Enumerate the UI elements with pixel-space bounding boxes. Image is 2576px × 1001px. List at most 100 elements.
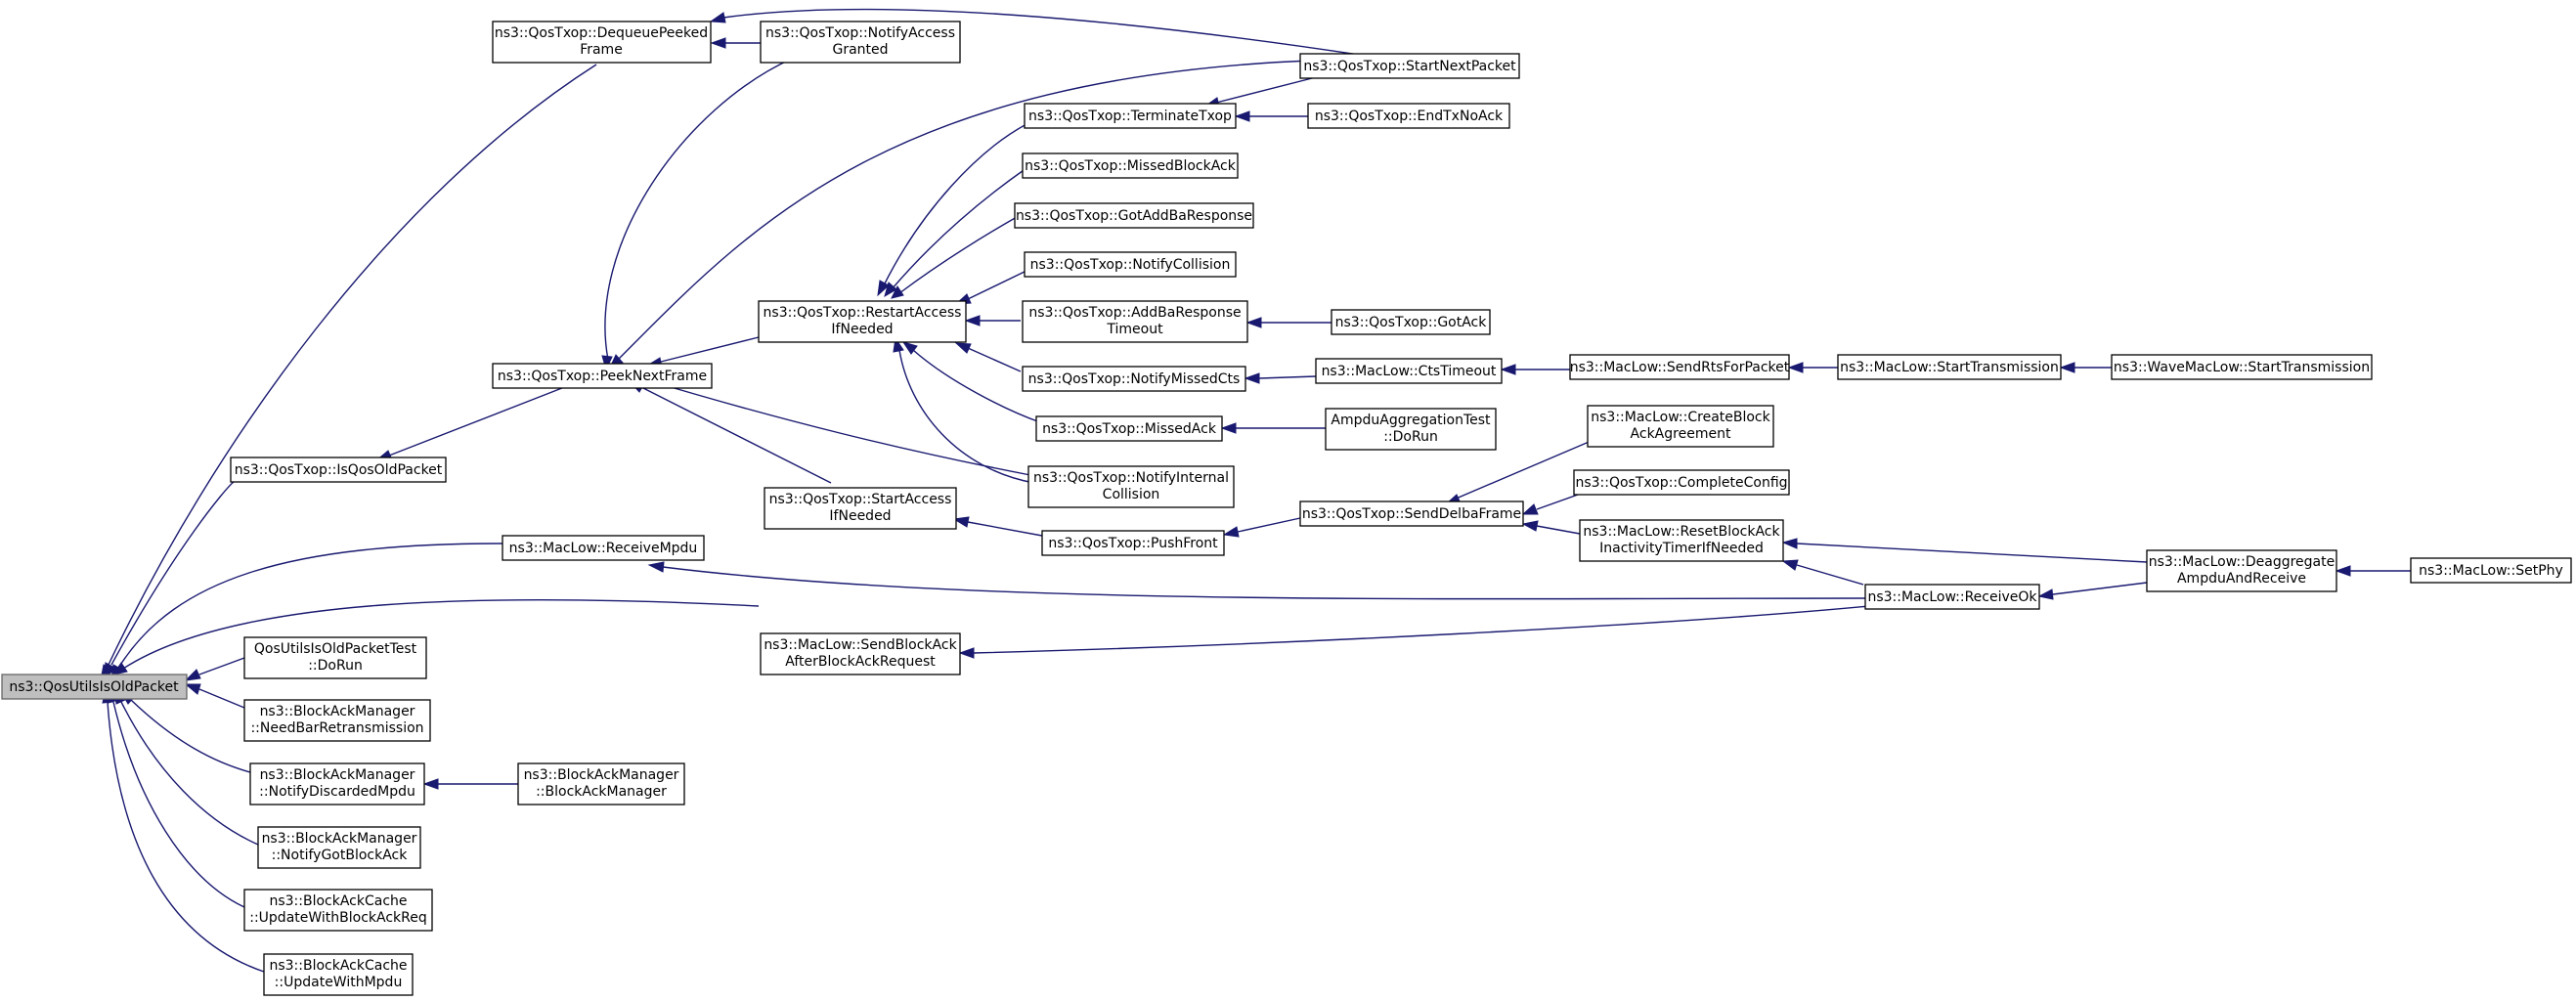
edge-receiveok-to-resetblock bbox=[1781, 559, 1864, 586]
node-label: Timeout bbox=[1106, 322, 1163, 337]
node-block-ack-manager-ctor[interactable]: ns3::BlockAckManager ::BlockAckManager bbox=[517, 762, 685, 805]
node-got-addba-response[interactable]: ns3::QosTxop::GotAddBaResponse bbox=[1014, 202, 1254, 229]
node-label: IfNeeded bbox=[831, 322, 893, 337]
node-label: ns3::QosTxop::StartNextPacket bbox=[1303, 59, 1516, 74]
node-is-qos-old-packet[interactable]: ns3::QosTxop::IsQosOldPacket bbox=[230, 457, 447, 483]
node-label: ns3::QosTxop::DequeuePeeked bbox=[495, 25, 708, 41]
node-need-bar-retransmission[interactable]: ns3::BlockAckManager ::NeedBarRetransmis… bbox=[243, 699, 431, 742]
edge-wavestarttx-to-starttx bbox=[2059, 362, 2112, 373]
node-label: ns3::QosTxop::IsQosOldPacket bbox=[235, 462, 443, 478]
node-notify-collision[interactable]: ns3::QosTxop::NotifyCollision bbox=[1024, 251, 1237, 278]
node-label: ns3::QosTxop::NotifyInternal bbox=[1033, 470, 1229, 486]
node-send-block-ack-after-request[interactable]: ns3::MacLow::SendBlockAck AfterBlockAckR… bbox=[760, 632, 961, 675]
node-push-front[interactable]: ns3::QosTxop::PushFront bbox=[1041, 530, 1225, 556]
edge-notifymissedcts-to-restart bbox=[954, 342, 1022, 372]
edge-sendblockack-to-root bbox=[111, 598, 760, 675]
node-cts-timeout[interactable]: ns3::MacLow::CtsTimeout bbox=[1315, 358, 1503, 384]
node-update-with-mpdu[interactable]: ns3::BlockAckCache ::UpdateWithMpdu bbox=[263, 953, 414, 996]
node-label: AfterBlockAckRequest bbox=[785, 654, 936, 670]
node-label: ns3::BlockAckCache bbox=[269, 893, 407, 909]
node-notify-got-block-ack[interactable]: ns3::BlockAckManager ::NotifyGotBlockAck bbox=[257, 826, 421, 869]
edge-notifyaccess-to-dequeue bbox=[710, 37, 761, 49]
node-complete-config[interactable]: ns3::QosTxop::CompleteConfig bbox=[1573, 469, 1790, 496]
edge-endtx-to-terminate bbox=[1234, 110, 1308, 122]
node-label: ns3::MacLow::SetPhy bbox=[2419, 563, 2563, 579]
node-notify-access-granted[interactable]: ns3::QosTxop::NotifyAccess Granted bbox=[760, 21, 961, 64]
node-dequeue-peeked-frame[interactable]: ns3::QosTxop::DequeuePeeked Frame bbox=[492, 21, 712, 64]
edge-qostest-to-root bbox=[184, 657, 245, 681]
node-label: AmpduAndReceive bbox=[2177, 571, 2306, 587]
node-wave-start-transmission[interactable]: ns3::WaveMacLow::StartTransmission bbox=[2111, 354, 2373, 380]
node-receive-mpdu[interactable]: ns3::MacLow::ReceiveMpdu bbox=[502, 535, 705, 561]
node-label: QosUtilsIsOldPacketTest bbox=[254, 641, 417, 657]
node-reset-block-ack-inactivity[interactable]: ns3::MacLow::ResetBlockAck InactivityTim… bbox=[1579, 519, 1784, 562]
node-label: ns3::MacLow::SendBlockAck bbox=[764, 637, 957, 653]
node-notify-missed-cts[interactable]: ns3::QosTxop::NotifyMissedCts bbox=[1022, 366, 1246, 392]
node-label: ::NotifyDiscardedMpdu bbox=[259, 784, 415, 800]
node-label: ns3::WaveMacLow::StartTransmission bbox=[2114, 360, 2370, 375]
node-qos-utils-test-dorun[interactable]: QosUtilsIsOldPacketTest ::DoRun bbox=[243, 636, 427, 679]
node-label: ns3::BlockAckManager bbox=[524, 767, 679, 783]
edge-notifydiscarded-to-root bbox=[119, 691, 251, 773]
edge-bamctor-to-notifydiscarded bbox=[422, 778, 518, 790]
node-notify-internal-collision[interactable]: ns3::QosTxop::NotifyInternal Collision bbox=[1027, 465, 1235, 508]
node-addba-response-timeout[interactable]: ns3::QosTxop::AddBaResponse Timeout bbox=[1022, 300, 1248, 343]
node-got-ack[interactable]: ns3::QosTxop::GotAck bbox=[1331, 309, 1491, 335]
edge-cachempdu-to-root bbox=[102, 686, 265, 973]
edge-terminate-to-startnext bbox=[1205, 75, 1321, 109]
node-label: Granted bbox=[832, 42, 888, 58]
node-label: ns3::MacLow::Deaggregate bbox=[2149, 554, 2335, 570]
edge-missedblockack-to-restart bbox=[884, 167, 1027, 298]
edge-ampdutest-to-missedack bbox=[1220, 422, 1326, 434]
node-restart-access-if-needed[interactable]: ns3::QosTxop::RestartAccess IfNeeded bbox=[758, 300, 967, 343]
node-label: ns3::QosTxop::TerminateTxop bbox=[1028, 109, 1232, 124]
node-label: ns3::BlockAckManager bbox=[262, 831, 417, 847]
node-missed-block-ack[interactable]: ns3::QosTxop::MissedBlockAck bbox=[1022, 152, 1239, 179]
edge-senddelba-to-pushfront bbox=[1222, 517, 1301, 538]
edge-completeconfig-to-senddelba bbox=[1521, 494, 1579, 515]
node-receive-ok[interactable]: ns3::MacLow::ReceiveOk bbox=[1864, 584, 2040, 610]
node-label: ::UpdateWithMpdu bbox=[275, 975, 403, 990]
node-label: ns3::QosTxop::NotifyMissedCts bbox=[1028, 371, 1241, 387]
node-label: ns3::MacLow::StartTransmission bbox=[1840, 360, 2059, 375]
node-label: ns3::QosTxop::RestartAccess bbox=[764, 305, 962, 321]
edge-peek-to-isqosold bbox=[374, 385, 568, 461]
node-start-next-packet[interactable]: ns3::QosTxop::StartNextPacket bbox=[1299, 53, 1520, 79]
node-send-delba-frame[interactable]: ns3::QosTxop::SendDelbaFrame bbox=[1299, 500, 1524, 527]
edge-ctstimeout-to-notifymissedcts bbox=[1244, 372, 1317, 384]
edge-gotaddba-to-restart bbox=[891, 216, 1018, 299]
edge-receiveok-to-receivempdu bbox=[647, 561, 1866, 600]
edge-missedack-to-restart bbox=[901, 341, 1041, 423]
node-end-tx-no-ack[interactable]: ns3::QosTxop::EndTxNoAck bbox=[1307, 103, 1510, 129]
edge-peek-to-notifyinternal bbox=[637, 375, 1031, 476]
node-create-block-ack-agreement[interactable]: ns3::MacLow::CreateBlock AckAgreement bbox=[1587, 405, 1774, 448]
node-label: ns3::QosTxop::StartAccess bbox=[769, 492, 952, 507]
node-notify-discarded-mpdu[interactable]: ns3::BlockAckManager ::NotifyDiscardedMp… bbox=[249, 762, 425, 805]
node-deaggregate-ampdu-and-receive[interactable]: ns3::MacLow::Deaggregate AmpduAndReceive bbox=[2146, 549, 2337, 592]
node-set-phy[interactable]: ns3::MacLow::SetPhy bbox=[2410, 557, 2572, 584]
node-label: ::BlockAckManager bbox=[536, 784, 667, 800]
node-send-rts-for-packet[interactable]: ns3::MacLow::SendRtsForPacket bbox=[1569, 354, 1790, 380]
edge-isqosold-to-root bbox=[104, 480, 236, 678]
node-missed-ack[interactable]: ns3::QosTxop::MissedAck bbox=[1035, 415, 1223, 442]
edge-startnext-to-dequeue bbox=[709, 8, 1360, 56]
node-ampdu-aggregation-test[interactable]: AmpduAggregationTest ::DoRun bbox=[1325, 408, 1497, 451]
node-label: ::DoRun bbox=[1383, 429, 1438, 445]
node-start-transmission[interactable]: ns3::MacLow::StartTransmission bbox=[1837, 354, 2062, 380]
node-qos-utils-is-old-packet[interactable]: ns3::QosUtilsIsOldPacket bbox=[1, 674, 188, 700]
node-start-access-if-needed[interactable]: ns3::QosTxop::StartAccess IfNeeded bbox=[764, 487, 957, 530]
node-terminate-txop[interactable]: ns3::QosTxop::TerminateTxop bbox=[1024, 103, 1237, 129]
edge-receiveok-to-sendblockack bbox=[958, 605, 1870, 659]
edge-notifycollision-to-restart bbox=[954, 269, 1029, 305]
edge-gotack-to-addbatimeout bbox=[1245, 317, 1332, 328]
node-label: AckAgreement bbox=[1631, 426, 1731, 442]
node-label: Frame bbox=[580, 42, 623, 58]
node-update-with-block-ack-req[interactable]: ns3::BlockAckCache ::UpdateWithBlockAckR… bbox=[243, 889, 433, 932]
node-peek-next-frame[interactable]: ns3::QosTxop::PeekNextFrame bbox=[492, 363, 713, 389]
node-label: ns3::QosTxop::EndTxNoAck bbox=[1315, 109, 1504, 124]
edge-terminate-to-restart bbox=[877, 118, 1037, 297]
node-label: ns3::BlockAckManager bbox=[260, 767, 415, 783]
node-label: ns3::QosTxop::AddBaResponse bbox=[1028, 305, 1241, 321]
edge-addbatimeout-to-restart bbox=[964, 315, 1021, 326]
